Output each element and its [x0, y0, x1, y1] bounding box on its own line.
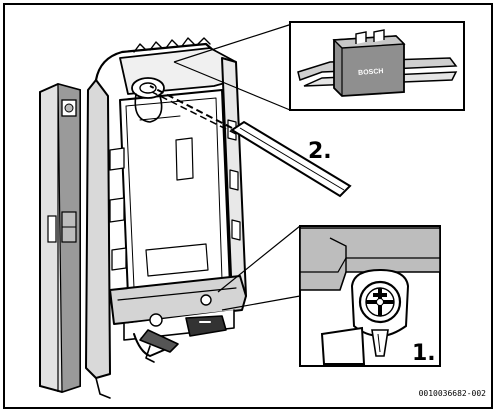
detail-inset-bottom — [217, 225, 441, 367]
mounting-bracket — [85, 37, 247, 399]
spirit-level — [39, 82, 81, 394]
screwdriver — [149, 85, 352, 198]
document-id: 0010036682-002 — [419, 389, 487, 398]
detail-brand-text: BOSCH — [358, 68, 384, 77]
detail-inset-top: BOSCH — [173, 21, 465, 111]
step-label-2: 2. — [308, 139, 332, 164]
step-label-1: 1. — [412, 341, 436, 366]
